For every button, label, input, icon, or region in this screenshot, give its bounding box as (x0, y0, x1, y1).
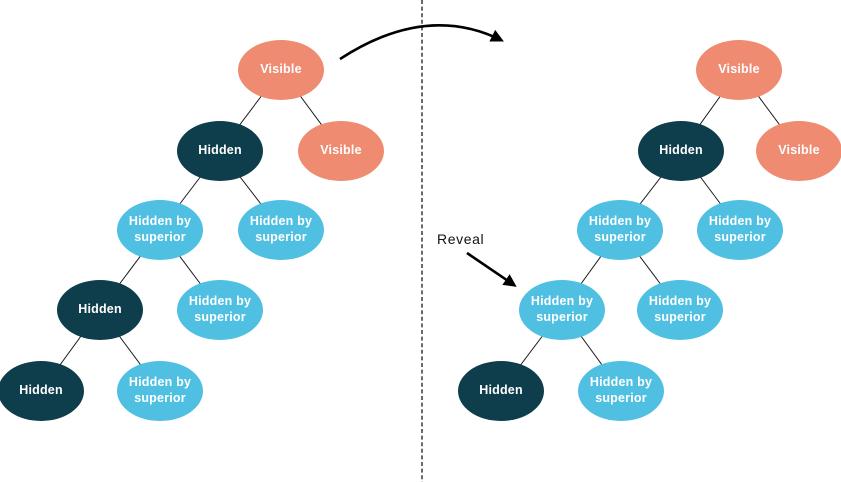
node-hidden-by-superior: Hidden by superior (578, 361, 664, 421)
node-visible: Visible (298, 121, 384, 181)
node-hidden-by-superior: Hidden by superior (238, 200, 324, 260)
reveal-arrow (466, 251, 517, 287)
node-hidden-by-superior: Hidden by superior (117, 200, 203, 260)
transition-arrow (339, 24, 504, 61)
node-visible: Visible (696, 40, 782, 100)
node-hidden-by-superior-revealed: Hidden by superior (519, 280, 605, 340)
node-hidden-by-superior: Hidden by superior (697, 200, 783, 260)
node-visible: Visible (756, 121, 841, 181)
node-hidden: Hidden (57, 280, 143, 340)
node-hidden: Hidden (458, 361, 544, 421)
node-hidden: Hidden (638, 121, 724, 181)
node-hidden-by-superior: Hidden by superior (637, 280, 723, 340)
node-hidden: Hidden (177, 121, 263, 181)
reveal-label: Reveal (437, 231, 485, 247)
node-hidden-by-superior: Hidden by superior (177, 280, 263, 340)
node-hidden: Hidden (0, 361, 84, 421)
node-hidden-by-superior: Hidden by superior (577, 200, 663, 260)
node-hidden-by-superior: Hidden by superior (117, 361, 203, 421)
node-visible: Visible (238, 40, 324, 100)
